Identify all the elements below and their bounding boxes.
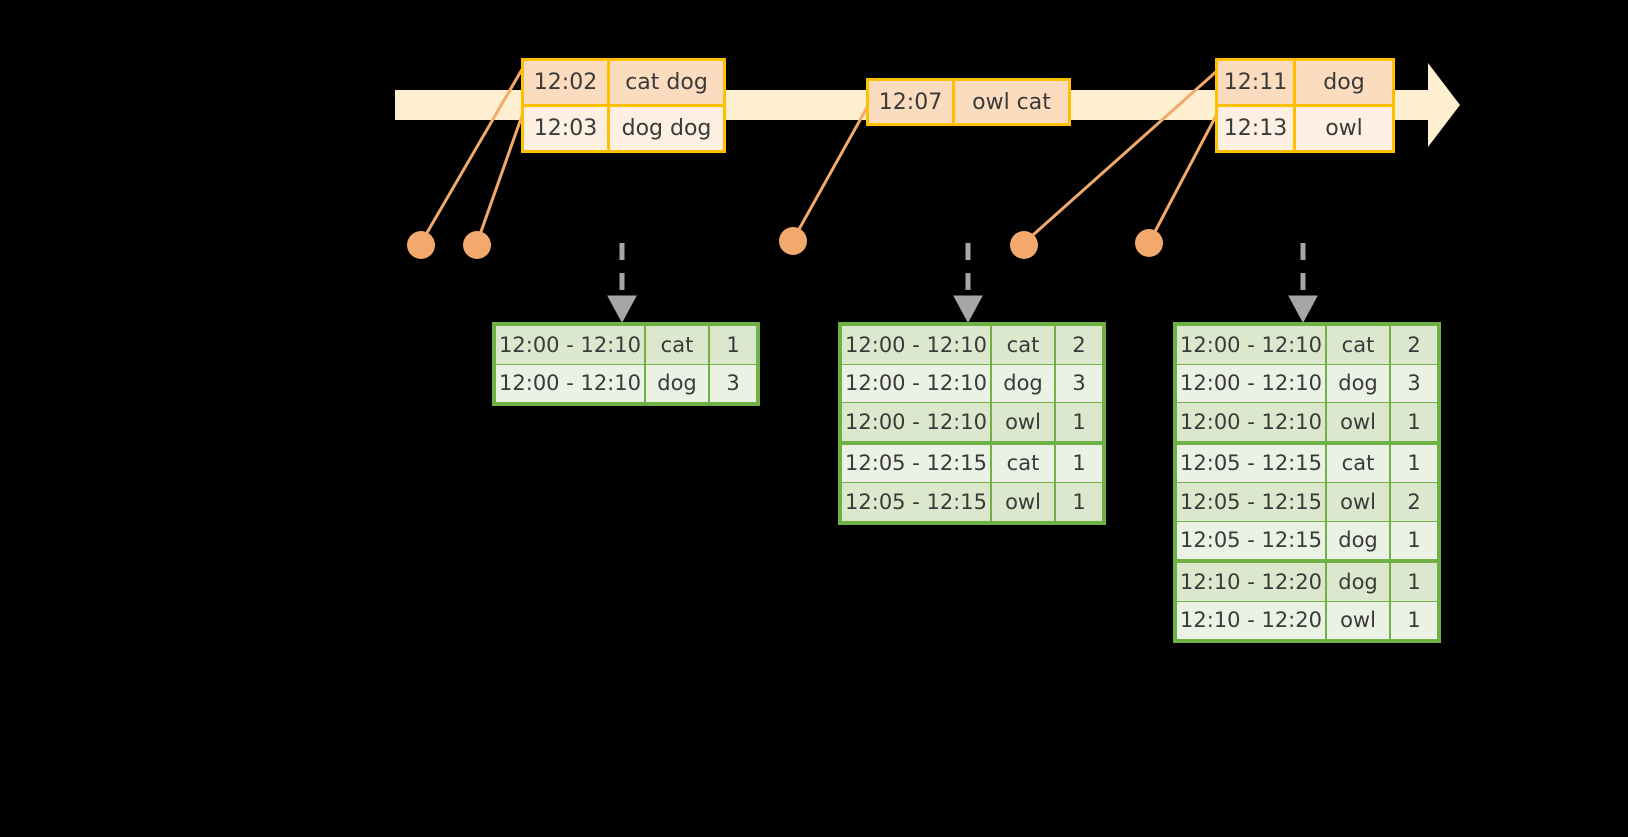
- dashed-arrow-3: [1288, 243, 1318, 324]
- word-cell: cat: [992, 326, 1054, 364]
- dot-1: [407, 231, 435, 259]
- event-time: 12:13: [1218, 107, 1296, 150]
- word-cell: dog: [1327, 521, 1389, 559]
- dashed-arrows: [607, 243, 1318, 324]
- word-cell: owl: [1327, 483, 1389, 521]
- event-row[interactable]: 12:13 owl: [1218, 104, 1392, 150]
- word-cell: owl: [992, 403, 1054, 441]
- count-cell: 3: [710, 364, 756, 402]
- event-row[interactable]: 12:11 dog: [1218, 61, 1392, 104]
- count-cell: 1: [1391, 521, 1437, 559]
- result-table-1[interactable]: 12:00 - 12:10 cat 1 12:00 - 12:10 dog 3: [492, 322, 760, 406]
- table-row[interactable]: 12:05 - 12:15 cat 1: [842, 444, 1102, 482]
- table-row[interactable]: 12:00 - 12:10 cat 1: [496, 326, 756, 364]
- window-cell: 12:00 - 12:10: [496, 364, 644, 402]
- event-time: 12:02: [524, 61, 610, 104]
- dashed-arrow-2: [953, 243, 983, 324]
- table-row[interactable]: 12:05 - 12:15 dog 1: [1177, 521, 1437, 559]
- word-cell: cat: [1327, 326, 1389, 364]
- word-cell: dog: [1327, 364, 1389, 402]
- table-row[interactable]: 12:10 - 12:20 dog 1: [1177, 563, 1437, 601]
- word-cell: dog: [646, 364, 708, 402]
- count-cell: 2: [1056, 326, 1102, 364]
- table-row[interactable]: 12:00 - 12:10 dog 3: [842, 364, 1102, 402]
- word-cell: owl: [992, 483, 1054, 521]
- word-cell: owl: [1327, 403, 1389, 441]
- window-cell: 12:00 - 12:10: [496, 326, 644, 364]
- count-cell: 1: [1391, 601, 1437, 639]
- result-table-3[interactable]: 12:00 - 12:10 cat 2 12:00 - 12:10 dog 3 …: [1173, 322, 1441, 643]
- event-group-1[interactable]: 12:02 cat dog 12:03 dog dog: [521, 58, 726, 153]
- word-cell: cat: [1327, 444, 1389, 482]
- table-row[interactable]: 12:05 - 12:15 owl 1: [842, 483, 1102, 521]
- window-cell: 12:00 - 12:10: [842, 364, 990, 402]
- connector-line-5: [1147, 111, 1220, 244]
- window-cell: 12:00 - 12:10: [842, 326, 990, 364]
- count-cell: 2: [1391, 483, 1437, 521]
- window-cell: 12:05 - 12:15: [842, 483, 990, 521]
- event-words: cat dog: [625, 70, 708, 95]
- event-words: dog dog: [621, 116, 712, 141]
- window-cell: 12:00 - 12:10: [1177, 326, 1325, 364]
- dashed-arrow-1: [607, 243, 637, 324]
- count-cell: 1: [1391, 403, 1437, 441]
- table-row[interactable]: 12:05 - 12:15 cat 1: [1177, 444, 1437, 482]
- count-cell: 1: [1391, 563, 1437, 601]
- event-words: owl: [1325, 116, 1363, 141]
- connector-dots: [407, 227, 1163, 259]
- window-cell: 12:05 - 12:15: [1177, 521, 1325, 559]
- event-row[interactable]: 12:02 cat dog: [524, 61, 723, 104]
- event-group-2[interactable]: 12:07 owl cat: [866, 78, 1071, 126]
- table-row[interactable]: 12:10 - 12:20 owl 1: [1177, 601, 1437, 639]
- table-row[interactable]: 12:00 - 12:10 owl 1: [842, 403, 1102, 441]
- table-row[interactable]: 12:00 - 12:10 dog 3: [1177, 364, 1437, 402]
- table-row[interactable]: 12:00 - 12:10 owl 1: [1177, 403, 1437, 441]
- dot-3: [779, 227, 807, 255]
- event-row[interactable]: 12:07 owl cat: [869, 81, 1068, 123]
- table-row[interactable]: 12:00 - 12:10 cat 2: [842, 326, 1102, 364]
- count-cell: 3: [1391, 364, 1437, 402]
- table-row[interactable]: 12:05 - 12:15 owl 2: [1177, 483, 1437, 521]
- connector-line-2: [475, 109, 526, 244]
- table-row[interactable]: 12:00 - 12:10 dog 3: [496, 364, 756, 402]
- count-cell: 1: [1056, 444, 1102, 482]
- event-time: 12:11: [1218, 61, 1296, 104]
- event-group-3[interactable]: 12:11 dog 12:13 owl: [1215, 58, 1395, 153]
- connector-line-1: [419, 65, 526, 244]
- window-cell: 12:00 - 12:10: [1177, 403, 1325, 441]
- event-row[interactable]: 12:03 dog dog: [524, 104, 723, 150]
- result-table-2[interactable]: 12:00 - 12:10 cat 2 12:00 - 12:10 dog 3 …: [838, 322, 1106, 525]
- word-cell: dog: [1327, 563, 1389, 601]
- window-cell: 12:00 - 12:10: [842, 403, 990, 441]
- event-time: 12:03: [524, 107, 610, 150]
- word-cell: cat: [646, 326, 708, 364]
- count-cell: 3: [1056, 364, 1102, 402]
- dot-4: [1010, 231, 1038, 259]
- window-cell: 12:05 - 12:15: [842, 444, 990, 482]
- count-cell: 1: [1391, 444, 1437, 482]
- window-cell: 12:10 - 12:20: [1177, 563, 1325, 601]
- dot-2: [463, 231, 491, 259]
- count-cell: 1: [1056, 483, 1102, 521]
- event-words: dog: [1323, 70, 1365, 95]
- window-cell: 12:00 - 12:10: [1177, 364, 1325, 402]
- event-words: owl cat: [972, 89, 1051, 115]
- window-cell: 12:05 - 12:15: [1177, 444, 1325, 482]
- table-row[interactable]: 12:00 - 12:10 cat 2: [1177, 326, 1437, 364]
- event-time: 12:07: [869, 81, 955, 123]
- word-cell: cat: [992, 444, 1054, 482]
- count-cell: 1: [710, 326, 756, 364]
- dot-5: [1135, 229, 1163, 257]
- connector-line-3: [791, 103, 871, 241]
- window-cell: 12:05 - 12:15: [1177, 483, 1325, 521]
- window-cell: 12:10 - 12:20: [1177, 601, 1325, 639]
- word-cell: dog: [992, 364, 1054, 402]
- count-cell: 1: [1056, 403, 1102, 441]
- count-cell: 2: [1391, 326, 1437, 364]
- word-cell: owl: [1327, 601, 1389, 639]
